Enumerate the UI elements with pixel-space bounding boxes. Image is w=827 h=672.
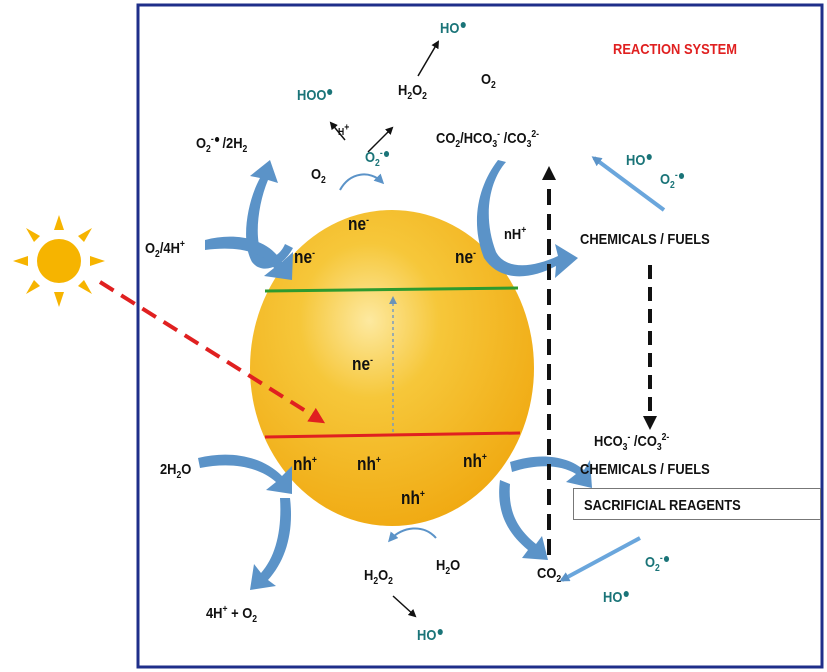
electron-label-top: ne- [348,214,369,234]
h2o2-bottom-label: H2O2 [364,567,393,587]
conduction-band-line [264,286,519,293]
superoxide-2h2-label: O2- /2H2 [196,134,248,155]
h2o2-top-label: H2O2 [398,82,427,102]
process-arrows [198,160,592,590]
superoxide-bottom-right-label: O2- [645,554,669,574]
hoo-radical-label: HOO [297,88,333,103]
chemicals-fuels-top-label: CHEMICALS / FUELS [580,231,710,248]
reaction-system-title: REACTION SYSTEM [613,41,738,58]
oxidation-arrow-left [250,498,292,590]
hole-label-right: nh+ [463,451,487,471]
electron-label-right: ne- [455,247,476,267]
sacrificial-reagents-box: SACRIFICIAL REAGENTS [573,488,821,520]
valence-band-line [264,431,521,439]
ho-radical-top-label: HO [440,21,466,36]
ho-radical-bottom-right-label: HO [603,590,629,605]
sun-icon [13,215,105,307]
chemicals-fuels-bottom-label: CHEMICALS / FUELS [580,461,710,478]
electron-label-left: ne- [294,247,315,267]
hco3-co3-label: HCO3- /CO32- [594,432,670,453]
hole-label-left: nh+ [293,454,317,474]
ho-radical-bottom-label: HO [417,628,443,643]
reduction-arrow-left [246,160,293,269]
radical-attack-arrow-bottom [559,536,641,582]
o2-free-label: O2 [481,71,496,91]
superoxide-right-label: O2- [660,171,684,191]
oxidation-arrow-right [499,480,548,560]
ho-radical-right-label: HO [626,153,652,168]
superoxide-to-hoo-arrow [329,121,346,141]
h2o2-to-ho-bottom-arrow [392,595,417,618]
oxidation-input-arrow [510,456,592,488]
hole-label-bottom: nh+ [401,488,425,508]
reduction-arrow-right [476,160,578,278]
co2-label: CO2 [537,565,562,585]
sacrificial-reagents-label: SACRIFICIAL REAGENTS [584,497,741,514]
h-plus-label: H+ [338,122,350,138]
superoxide-to-h2o2-arrow [367,126,394,153]
four-h-o2-label: 4H+ + O2 [206,604,258,625]
two-h2o-label: 2H2O [160,461,192,481]
reaction-system-frame [136,3,824,669]
co2-hco3-co3-label: CO2/HCO3- /CO32- [436,129,540,150]
hole-label-mid: nh+ [357,454,381,474]
h2o-label: H2O [436,557,461,577]
radical-attack-arrow-top [591,156,666,212]
h2o2-to-ho-arrow [417,40,440,77]
light-arrow [98,280,326,424]
electron-label-center: ne- [352,354,373,374]
o2-to-superoxide-arrow [339,173,385,191]
superoxide-label: O2- [365,149,389,169]
o2-input-arrow [205,236,293,280]
nh-plus-label: nH+ [504,225,527,243]
h2o-to-h2o2-arrow [388,527,437,543]
o2-label-left: O2 [311,166,326,186]
o2-4h-label: O2/4H+ [145,239,185,260]
water-input-arrow [198,454,292,494]
